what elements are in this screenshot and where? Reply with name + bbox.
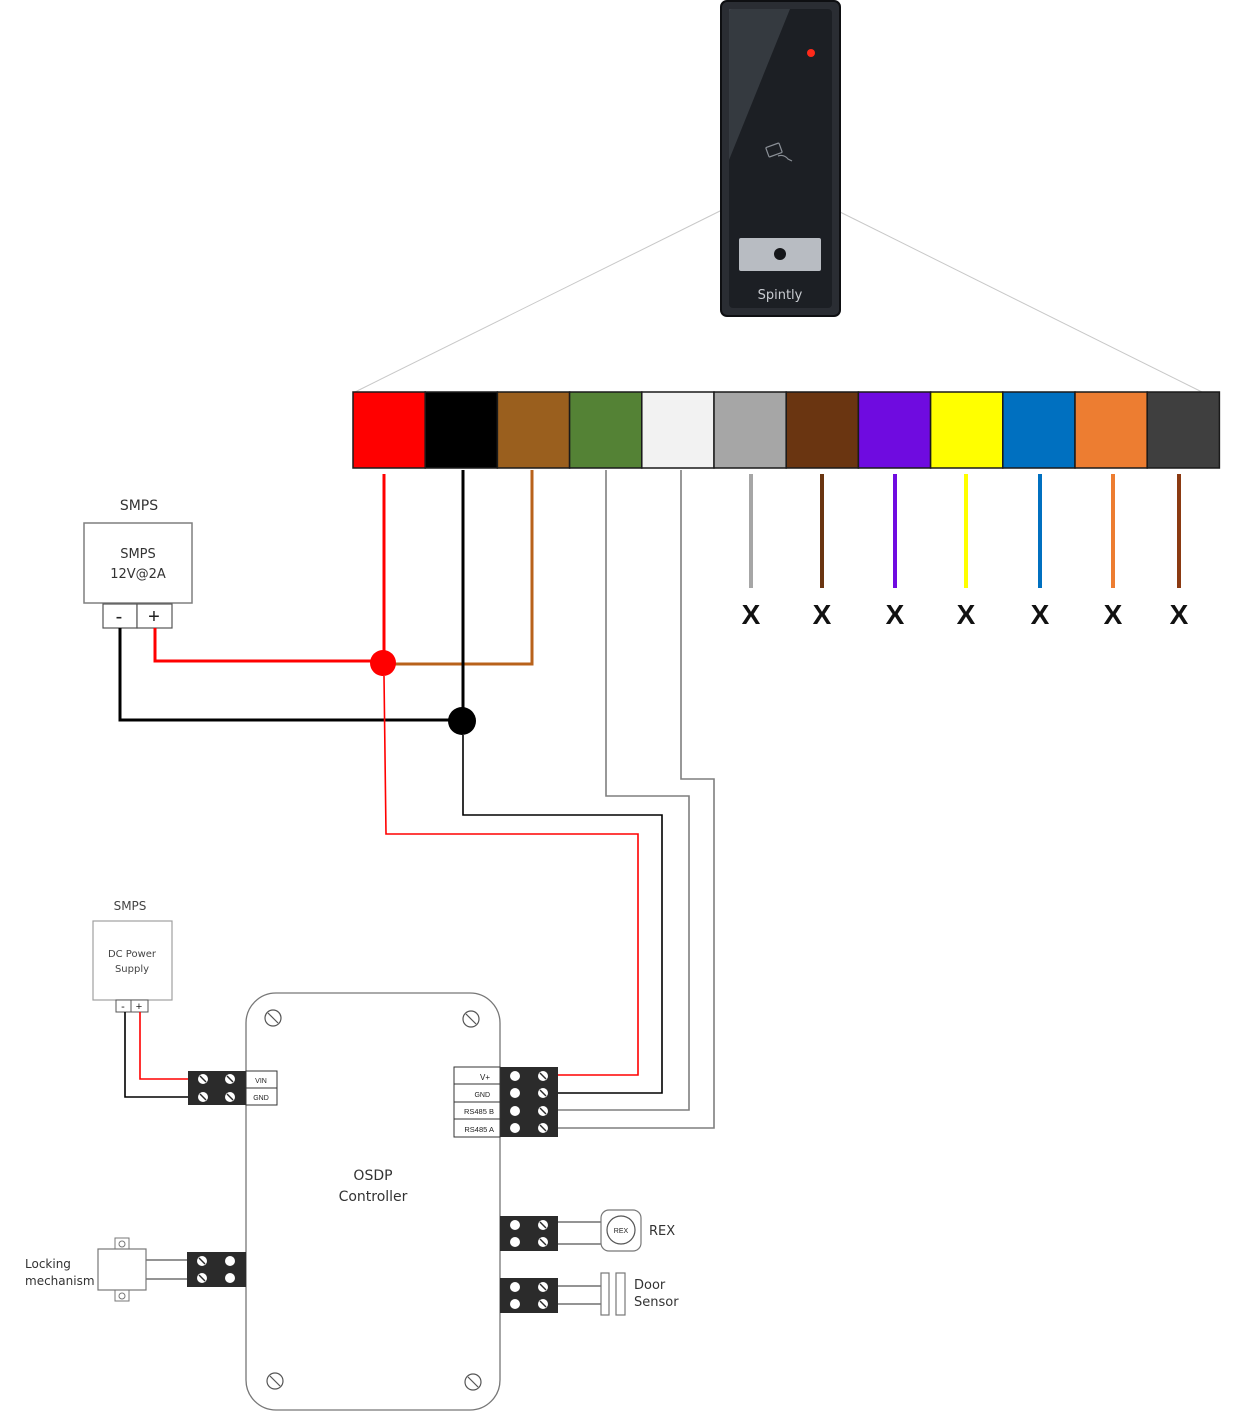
vplus-run-wire: [383, 675, 639, 1076]
unused-wire-x-mark: X: [886, 599, 905, 630]
vin-terminal-label: VIN: [255, 1078, 267, 1085]
rex-terminal-block: [500, 1216, 558, 1251]
rs485a-terminal-label: RS485 A: [464, 1125, 494, 1134]
unused-wire-x-mark: X: [957, 599, 976, 630]
power-terminal-block: [188, 1071, 246, 1105]
card-reader: Spintly: [354, 0, 1203, 393]
wire-color-swatch: [713, 391, 787, 469]
smps-top-line1: SMPS: [120, 547, 156, 562]
bus-gnd-terminal-label: GND: [474, 1092, 490, 1099]
smps-bottom-line2: Supply: [115, 964, 149, 975]
rs485b-run-wire: [558, 470, 690, 1111]
door-sensor-switch-icon: [615, 1272, 626, 1316]
wire-color-swatch: [424, 391, 499, 469]
vplus-terminal-tag: [453, 1066, 501, 1085]
nfc-hand-icon: [765, 142, 793, 162]
smps-top-box: [83, 522, 193, 604]
wire-color-strip: [352, 391, 1221, 469]
bus-terminal-block: [500, 1067, 558, 1137]
wire-color-swatch: [857, 391, 932, 469]
controller-power-plus-wire: [139, 1012, 188, 1080]
brown-wire: [384, 470, 534, 666]
smps-top-line2: 12V@2A: [110, 567, 166, 582]
wire-color-swatch: [641, 391, 715, 469]
reader-callout-line-left: [354, 209, 723, 393]
rex-button-icon: [606, 1215, 636, 1245]
smps-bottom-plus-label: +: [136, 1001, 142, 1013]
rex-button: REX REX: [558, 1209, 675, 1252]
controller-power-minus-wire: [124, 1012, 188, 1098]
smps-top-minus-label: -: [116, 606, 123, 628]
osdp-controller: OSDP Controller VIN GND V+ GND RS485 B R…: [187, 992, 558, 1411]
smps-bottom-box: [92, 920, 173, 1001]
rs485b-terminal-label: RS485 B: [464, 1107, 494, 1116]
locking-mechanism: Locking mechanism: [25, 1237, 187, 1302]
red-junction-node: [370, 650, 396, 676]
smps-dc-supply: SMPS DC Power Supply - +: [92, 899, 188, 1098]
gnd-run-wire: [462, 735, 663, 1094]
wire-color-swatch: [1002, 391, 1076, 469]
vplus-terminal-label: V+: [480, 1073, 490, 1082]
reader-callout-line-right: [839, 211, 1203, 393]
reader-glare: [729, 9, 790, 160]
wire-color-swatch: [785, 391, 860, 469]
smps-top-plus-terminal: [136, 603, 173, 629]
door-sensor-label-line1: Door: [634, 1278, 666, 1293]
door-sensor-label-line2: Sensor: [634, 1295, 679, 1310]
smps-top-title: SMPS: [120, 498, 158, 514]
unused-wire-x-mark: X: [1031, 599, 1050, 630]
door-sensor-magnet-icon: [600, 1272, 610, 1316]
wire-color-swatch: [1074, 391, 1148, 469]
lock-body-icon: [97, 1248, 147, 1291]
rs485a-terminal-tag: [453, 1118, 501, 1138]
controller-title-line2: Controller: [339, 1189, 408, 1205]
power-wiring: [118, 470, 715, 1129]
door-sensor: Door Sensor: [558, 1272, 679, 1316]
wire-color-swatch: [568, 391, 643, 469]
door-terminal-block: [500, 1278, 558, 1313]
screw-icon: [264, 1009, 482, 1391]
unused-wire-x-mark: X: [813, 599, 832, 630]
smps-bottom-title: SMPS: [114, 899, 147, 913]
unused-wire-x-mark: X: [1170, 599, 1189, 630]
wire-color-swatch: [496, 391, 571, 469]
reader-button-icon: [774, 248, 786, 260]
rex-label: REX: [649, 1224, 675, 1239]
rs485a-run-wire: [558, 470, 715, 1129]
controller-housing: [245, 992, 501, 1411]
reader-brand-logo: Spintly: [758, 288, 803, 303]
lock-label-line1: Locking: [25, 1257, 71, 1271]
lock-terminal-block: [187, 1252, 246, 1287]
status-led-icon: [807, 49, 815, 57]
rex-badge-text: REX: [614, 1228, 629, 1235]
wire-color-swatch: [929, 391, 1004, 469]
gnd-terminal-tag: [245, 1087, 278, 1106]
wire-color-swatch: [1146, 391, 1221, 469]
unused-wire-x-mark: X: [1104, 599, 1123, 630]
lock-label-line2: mechanism: [25, 1274, 95, 1288]
smps-bottom-line1: DC Power: [108, 949, 157, 960]
wire-color-swatch: [352, 391, 426, 469]
black-junction-node: [448, 707, 476, 735]
gnd-terminal-label: GND: [253, 1095, 269, 1102]
smps-bottom-minus-label: -: [121, 1001, 125, 1013]
smps-minus-wire: [118, 628, 463, 722]
controller-title-line1: OSDP: [353, 1168, 392, 1184]
smps-12v: SMPS SMPS 12V@2A - +: [83, 498, 193, 629]
smps-plus-wire: [153, 628, 384, 663]
smps-top-plus-label: +: [148, 606, 160, 628]
unused-wire-x-mark: X: [742, 599, 761, 630]
